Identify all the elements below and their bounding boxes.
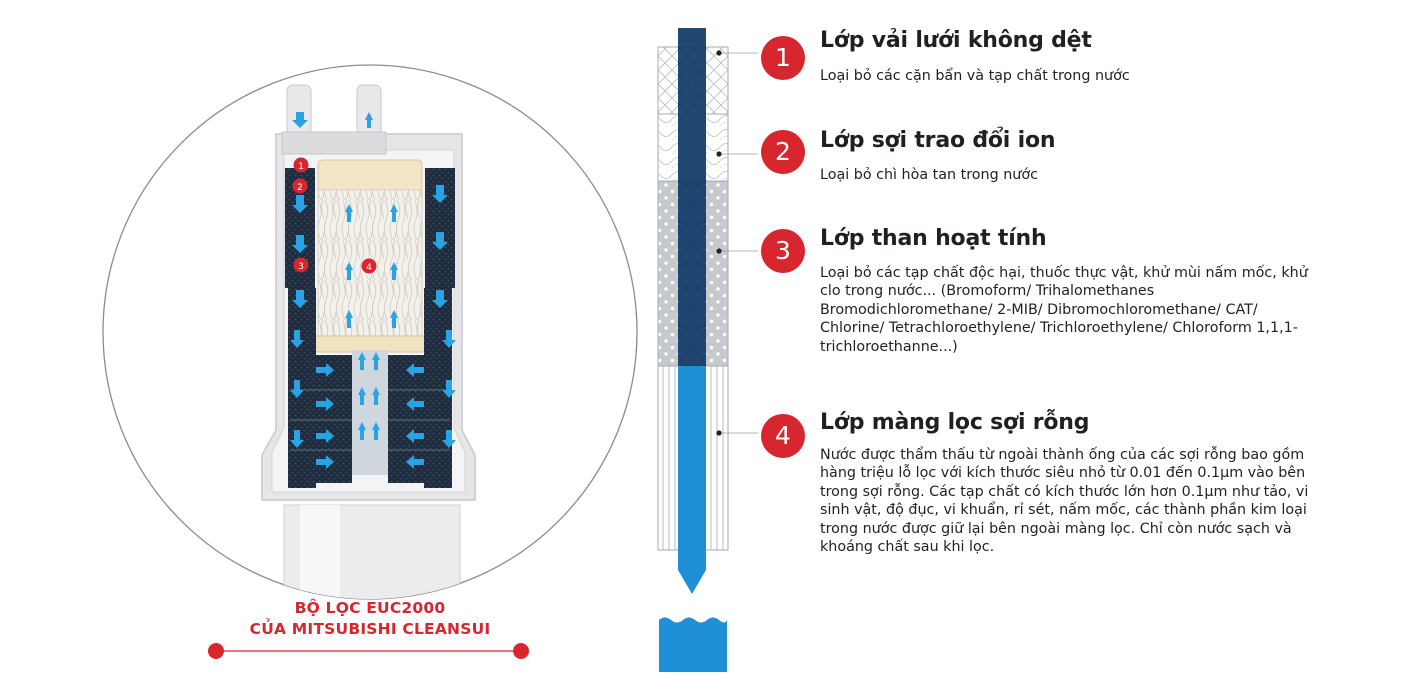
water-basin [659, 617, 727, 672]
pipe-arrow-tip [678, 570, 706, 594]
svg-text:2: 2 [297, 183, 303, 193]
caption-line-2: CỦA MITSUBISHI CLEANSUI [249, 620, 491, 638]
filter-layer-strip [657, 28, 758, 672]
diagram-marker-2: 2 [292, 178, 308, 194]
layer-2-description: Loại bỏ chì hòa tan trong nước [820, 167, 1038, 183]
caption-dot-left [208, 643, 224, 659]
water-pipe [678, 28, 706, 368]
layer-1-description: Loại bỏ các cặn bẩn và tạp chất trong nư… [820, 68, 1130, 84]
layer-3-title: Lớp than hoạt tính [820, 226, 1047, 251]
layer-3-description: Loại bỏ các tạp chất độc hại, thuốc thực… [820, 265, 1308, 355]
filter-cutaway-diagram: 1 2 3 4 [102, 64, 638, 659]
layer-3-number-badge: 3 [761, 229, 805, 273]
caption-dot-right [513, 643, 529, 659]
svg-text:1: 1 [298, 162, 304, 172]
layer-2-title: Lớp sợi trao đổi ion [820, 128, 1056, 153]
diagram-marker-4: 4 [361, 258, 377, 274]
svg-text:3: 3 [298, 262, 304, 272]
layer-2-number-badge: 2 [761, 130, 805, 174]
layer-4-title: Lớp màng lọc sợi rỗng [820, 410, 1090, 435]
layer-1-number-badge: 1 [761, 36, 805, 80]
layer-1-title: Lớp vải lưới không dệt [820, 28, 1092, 53]
svg-text:4: 4 [366, 263, 372, 273]
caption-line-1: BỘ LỌC EUC2000 [294, 599, 446, 617]
product-caption: BỘ LỌC EUC2000 CỦA MITSUBISHI CLEANSUI [215, 598, 525, 640]
layer-4-number-badge: 4 [761, 414, 805, 458]
diagram-marker-3: 3 [293, 257, 309, 273]
layer-4-description: Nước được thẩm thấu từ ngoài thành ống c… [820, 447, 1309, 556]
diagram-marker-1: 1 [293, 157, 309, 173]
